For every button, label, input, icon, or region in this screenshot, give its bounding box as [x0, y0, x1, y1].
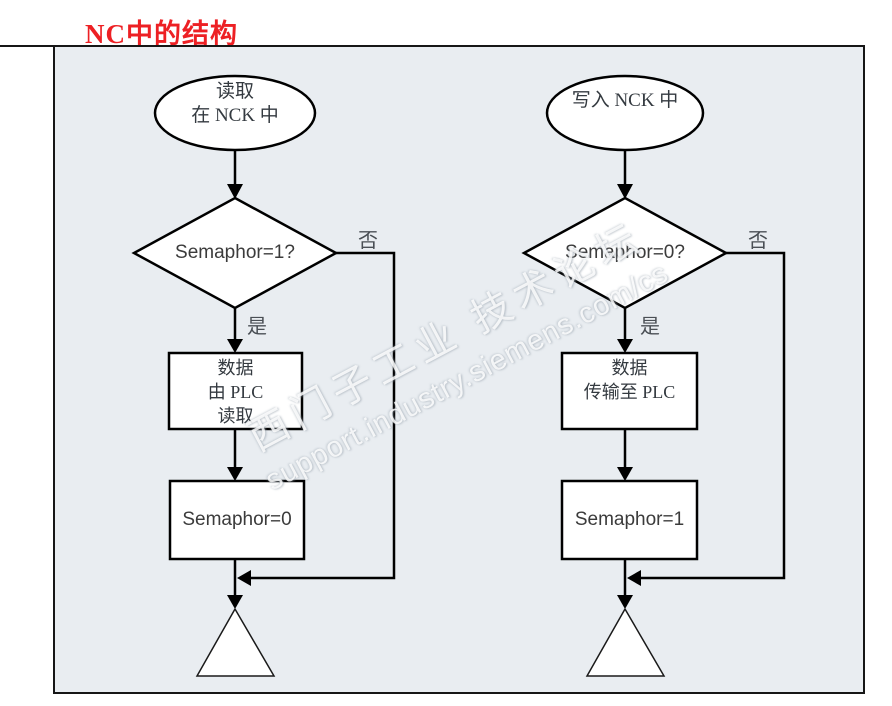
- process-left-line1: 数据: [217, 358, 254, 378]
- edge-no-branch-right: [641, 251, 786, 580]
- page-title: NC中的结构: [85, 19, 238, 49]
- process-left-line2: 由 PLC: [207, 382, 264, 402]
- start-right-line1: 写入 NCK 中: [571, 90, 679, 111]
- diagram-panel: 读取 在 NCK 中 Semaphor=1? 否 是 数据 由 PLC 读取 S…: [53, 45, 865, 694]
- assign-box-left: [168, 479, 306, 561]
- process-node-right: 数据 传输至 PLC: [562, 356, 697, 404]
- edge-no-branch-left: [251, 251, 396, 580]
- process-left-line3: 读取: [217, 406, 254, 426]
- process-box-right: [560, 351, 699, 431]
- start-left-line1: 读取: [215, 81, 254, 102]
- arrowhead-left-icon: [627, 570, 641, 586]
- process-right-line1: 数据: [611, 358, 648, 378]
- connector-triangle-right: [585, 607, 666, 677]
- arrowhead-left-icon: [237, 570, 251, 586]
- yes-label-left: 是: [247, 316, 267, 338]
- process-box-left: [167, 351, 304, 431]
- arrowhead-down-icon: [227, 184, 243, 199]
- connector-triangle-left: [195, 607, 276, 677]
- arrowhead-down-icon: [227, 339, 243, 353]
- header-rule: [0, 45, 53, 47]
- assign-label-left: Semaphor=0: [182, 509, 292, 530]
- decision-label-left: Semaphor=1?: [175, 242, 295, 263]
- start-ellipse-right: [545, 74, 705, 152]
- arrowhead-down-icon: [617, 467, 633, 481]
- start-node-right: 写入 NCK 中: [545, 89, 705, 113]
- flowchart-canvas: [131, 74, 786, 677]
- start-left-line2: 在 NCK 中: [191, 105, 279, 126]
- process-node-left: 数据 由 PLC 读取: [169, 356, 302, 428]
- arrowhead-down-icon: [227, 467, 243, 481]
- arrowhead-down-icon: [617, 595, 633, 609]
- arrowhead-down-icon: [617, 339, 633, 353]
- arrowhead-down-icon: [227, 595, 243, 609]
- arrowhead-down-icon: [617, 184, 633, 199]
- decision-label-right: Semaphor=0?: [565, 242, 685, 263]
- start-node-left: 读取 在 NCK 中: [155, 80, 315, 128]
- no-label-left: 否: [358, 230, 378, 252]
- no-label-right: 否: [748, 230, 768, 252]
- assign-label-right: Semaphor=1: [574, 509, 685, 530]
- process-right-line2: 传输至 PLC: [583, 382, 676, 402]
- assign-box-right: [560, 479, 699, 561]
- yes-label-right: 是: [640, 316, 660, 338]
